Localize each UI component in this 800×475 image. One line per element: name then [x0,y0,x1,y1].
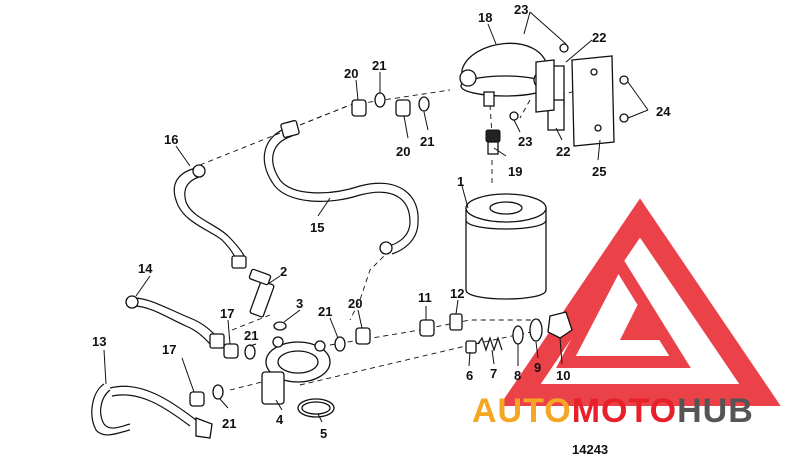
callout-23-b: 23 [518,134,532,149]
part-10-plug [547,311,573,339]
part-22-25-bracket [509,43,629,147]
callout-16: 16 [164,132,178,147]
part-20-a [351,99,367,117]
callout-13: 13 [92,334,106,349]
callout-15: 15 [310,220,324,235]
callout-8: 8 [514,368,521,383]
callout-3: 3 [296,296,303,311]
part-21-c [244,344,256,360]
callout-21-b: 21 [420,134,434,149]
watermark-text: AUTOMOTOHUB [472,392,754,430]
hose-15-fitting-top [280,119,300,139]
diagram-id: 14243 [572,442,608,457]
leader-lines [103,11,649,423]
part-20-c [355,327,371,345]
part-21-d [334,336,346,352]
part-3-washer [273,321,287,331]
part-21-e [212,384,224,400]
callout-5: 5 [320,426,327,441]
hose-13-fitting-right [195,417,213,439]
callout-22-a: 22 [592,30,606,45]
callout-21-e: 21 [222,416,236,431]
callout-25: 25 [592,164,606,179]
callout-14: 14 [138,261,153,276]
part-18-filter-head [459,42,551,107]
part-20-b [395,99,411,117]
callout-18: 18 [478,10,492,25]
logo-triangle-inner [556,249,691,368]
callout-2: 2 [280,264,287,279]
watermark-logo [499,198,781,406]
hose-14 [125,295,225,349]
callout-10: 10 [556,368,570,383]
part-21-a [374,92,386,108]
watermark-word-auto: AUTO [472,392,572,430]
callout-6: 6 [466,368,473,383]
part-17-a [223,343,239,359]
hose-13 [91,383,213,439]
callout-21-c: 21 [244,328,258,343]
part-19-fitting [485,129,501,143]
part-21-b [418,96,430,112]
callout-12: 12 [450,286,464,301]
hose-14-fitting-right [209,333,225,349]
part-23-nut-top [559,43,569,53]
hose-16-fitting-bottom [231,255,247,269]
logo-triangle-outer [499,198,781,406]
part-24-nut-b [619,113,629,123]
part-23-nut-bottom [509,111,519,121]
callout-9: 9 [534,360,541,375]
callout-4: 4 [276,412,284,427]
part-12 [449,313,463,331]
callout-19: 19 [508,164,522,179]
part-19-fitting-thread [487,141,499,155]
part-17-b [189,391,205,407]
part-8-washer [512,325,524,345]
callout-17-a: 17 [220,306,234,321]
part-2-fitting [248,268,275,318]
callout-7: 7 [490,366,497,381]
callout-23-a: 23 [514,2,528,17]
callout-labels: 1 2 3 4 5 6 7 8 9 10 11 12 13 14 15 16 1… [92,2,671,441]
part-7-spring [477,336,503,352]
part-24-nut-a [619,75,629,85]
part-25-bracket-plate [571,55,615,147]
callout-24: 24 [656,104,671,119]
callout-17-b: 17 [162,342,176,357]
callout-20-b: 20 [396,144,410,159]
logo-triangle-core [620,300,660,340]
hose-16 [173,164,247,269]
hose-15-fitting-bottom [379,241,393,255]
hose-14-fitting-left [125,295,139,309]
hose-15 [263,119,419,255]
watermark-word-moto: MOTO [572,392,677,430]
part-11 [419,319,435,337]
watermark-word-hub: HUB [677,392,754,430]
part-4-filter-adapter [261,336,331,405]
part-9-o-ring [529,318,543,342]
callout-1: 1 [457,174,464,189]
callout-20-a: 20 [344,66,358,81]
callout-20-c: 20 [348,296,362,311]
small-parts [189,92,573,407]
part-25-bracket-side [535,59,555,113]
callout-11: 11 [418,290,432,305]
callout-22-b: 22 [556,144,570,159]
callout-21-d: 21 [318,304,332,319]
part-1-oil-filter [465,193,547,300]
part-6 [465,340,477,354]
callout-21-a: 21 [372,58,386,73]
hose-16-fitting-top [192,164,206,178]
part-5-o-ring-inner [301,401,331,415]
